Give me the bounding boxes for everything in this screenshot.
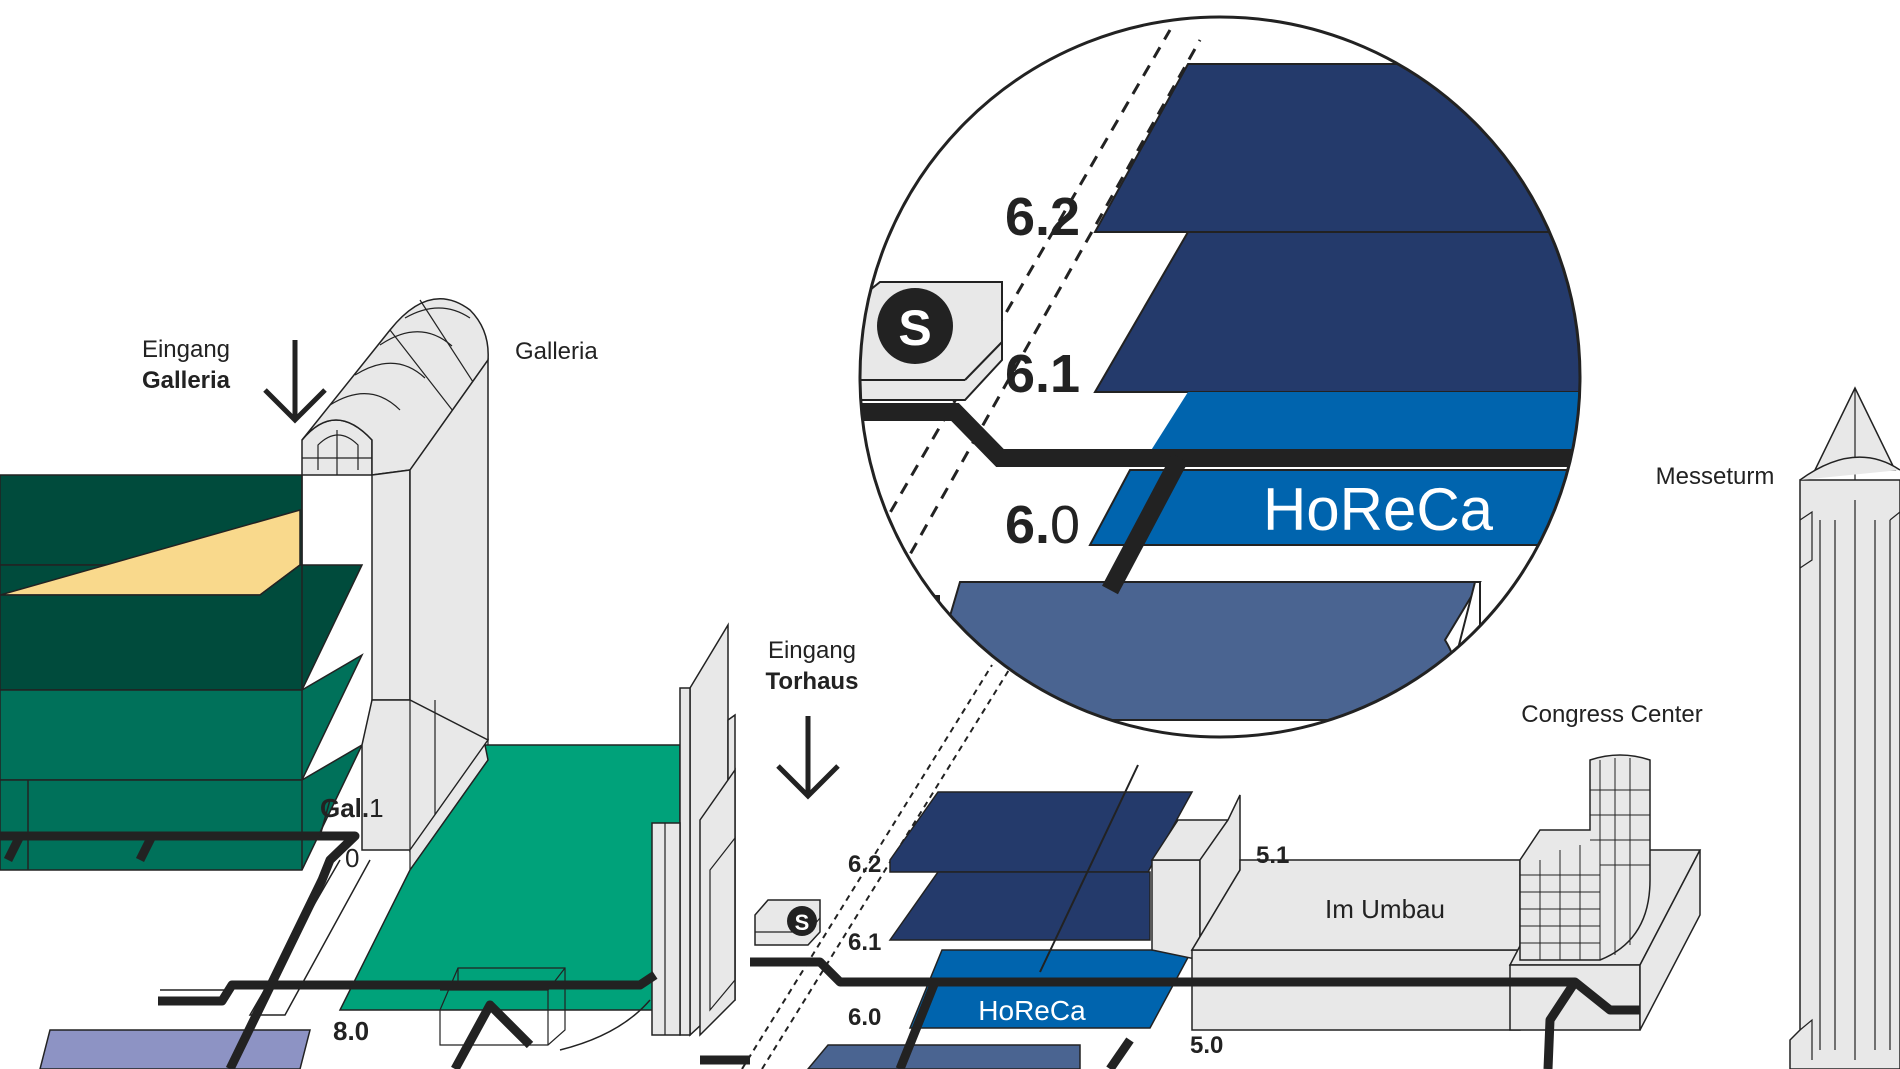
- hall-galleria-complex[interactable]: [0, 474, 364, 871]
- zoom-hall-slate[interactable]: [939, 581, 1482, 721]
- sbahn-station[interactable]: S: [754, 899, 821, 946]
- hall-horeca-label: HoReCa: [978, 995, 1086, 1026]
- torhaus-building[interactable]: [651, 622, 736, 1037]
- zoom-sbahn-icon: [877, 288, 953, 364]
- zoom-horeca-top: [1150, 392, 1580, 452]
- messeturm-building[interactable]: [1789, 386, 1900, 1069]
- hall-6-stack[interactable]: [807, 791, 1194, 1069]
- zoom-hall-6-0-bold: 6.: [1005, 495, 1050, 555]
- entrance-torhaus-line1: Eingang: [768, 637, 856, 664]
- hall-gal1-label: Gal.1: [320, 793, 384, 823]
- messeturm-label: Messeturm: [1656, 463, 1775, 490]
- hall-6-1[interactable]: [888, 871, 1151, 941]
- congress-center-label: Congress Center: [1521, 701, 1702, 728]
- zoom-sbahn-letter: S: [898, 300, 931, 356]
- entrance-galleria-line1: Eingang: [142, 336, 230, 363]
- galleria-building[interactable]: [301, 298, 490, 872]
- entrance-galleria-arrow-icon: [263, 340, 327, 424]
- hall-8-0-label: 8.0: [333, 1016, 369, 1046]
- zoom-hall-6-0-label: 6.0: [1005, 495, 1080, 555]
- building-galleria-label: Galleria: [515, 338, 598, 365]
- zoom-connector: [1039, 764, 1139, 973]
- zoom-inset: S 6.2 6.1 6.0 HoReCa: [858, 15, 1620, 739]
- hall-6-2-label: 6.2: [848, 851, 881, 878]
- entrance-galleria-line2: Galleria: [142, 367, 231, 394]
- im-umbau-label: Im Umbau: [1325, 894, 1445, 924]
- railway-tracks: [741, 664, 1013, 1069]
- sbahn-icon-letter: S: [795, 910, 810, 935]
- congress-center-building[interactable]: [1508, 754, 1702, 1031]
- entrance-torhaus-line2: Torhaus: [766, 668, 859, 695]
- hall-5-0-label: 5.0: [1190, 1032, 1223, 1059]
- zoom-horeca-label: HoReCa: [1263, 476, 1494, 543]
- hall-6-2[interactable]: [889, 791, 1194, 873]
- hall-5-building[interactable]: [1150, 794, 1592, 1031]
- hall-5-1-label: 5.1: [1256, 842, 1289, 869]
- zoom-hall-horeca[interactable]: [1088, 469, 1600, 546]
- sbahn-icon: [787, 906, 817, 936]
- zoom-hall-6-2-label: 6.2: [1005, 187, 1080, 247]
- zoom-circle-outline: [858, 15, 1582, 739]
- hall-gal0-label: 0: [345, 843, 359, 873]
- hall-6-1-label: 6.1: [848, 929, 881, 956]
- entrance-torhaus-arrow-icon: [776, 716, 840, 800]
- curved-wall: [559, 999, 651, 1051]
- hall-lavender[interactable]: [39, 1029, 311, 1069]
- zoom-hall-6-2[interactable]: [1093, 63, 1620, 233]
- zoom-hall-6-1-label: 6.1: [1005, 344, 1080, 404]
- pavilion-outline: [439, 967, 566, 1046]
- hall-gal1-num: 1: [369, 793, 383, 823]
- hall-6-0-label: 6.0: [848, 1004, 881, 1031]
- zoom-hall-6-0-light: 0: [1050, 495, 1080, 555]
- bridge-outlines: [160, 799, 371, 1016]
- hall-5-area[interactable]: [807, 1044, 1081, 1069]
